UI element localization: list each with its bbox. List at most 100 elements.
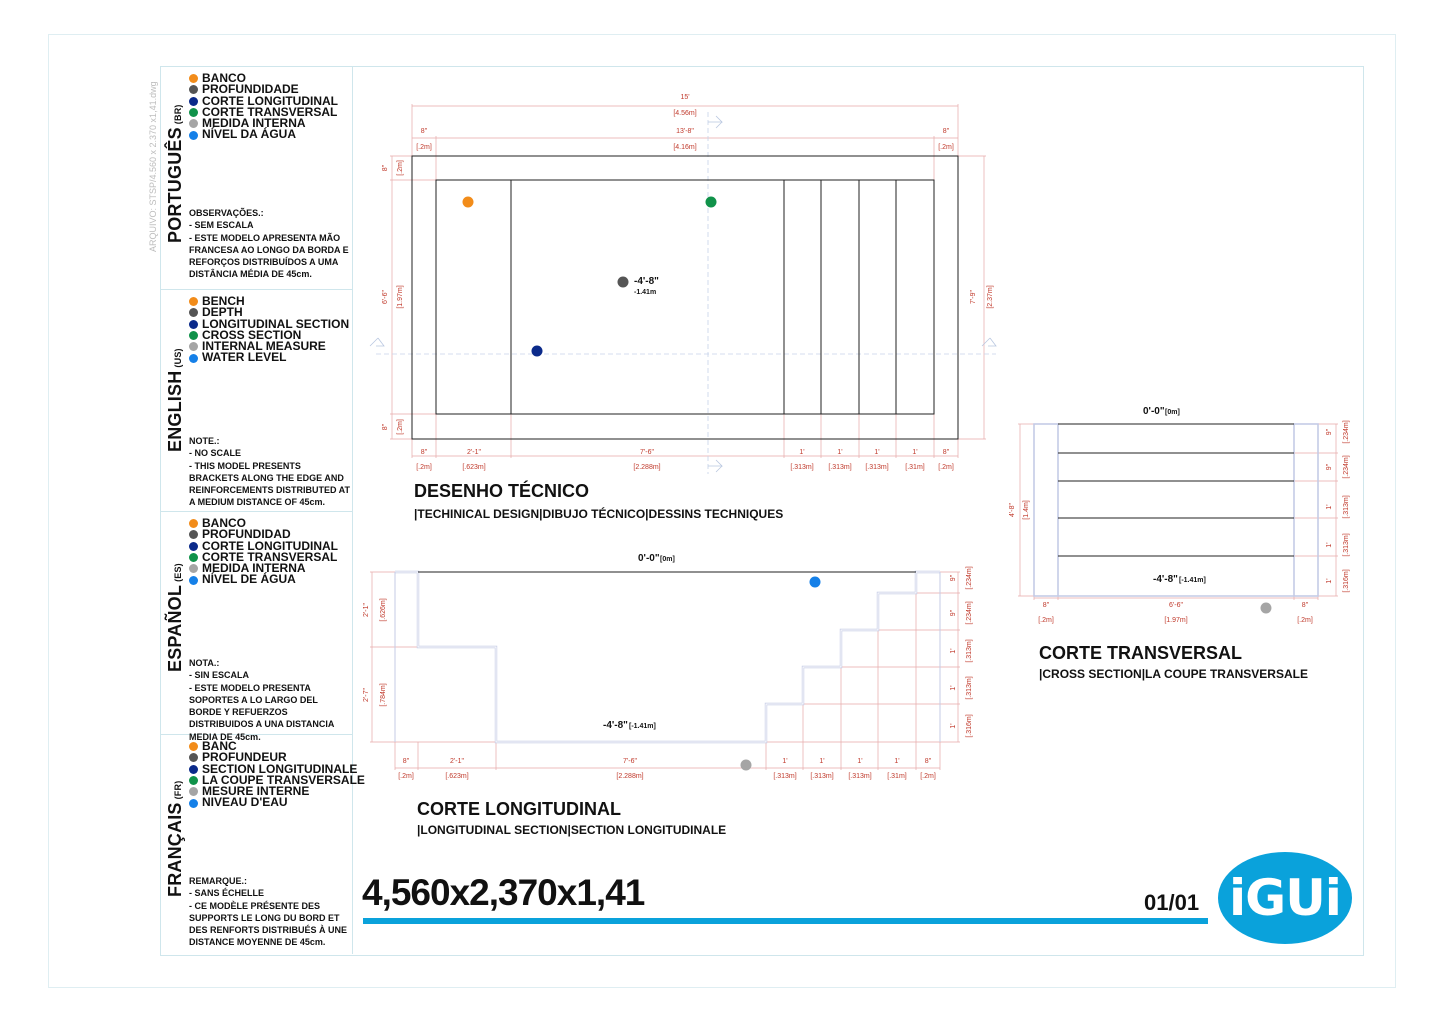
long-bottom-ft: 1' (782, 758, 787, 765)
cross-bottom-level-m: [-1.41m] (1179, 577, 1206, 584)
cross-section: 0'-0" [0m] -4'-8" [-1.41m] 4'-8" [1.4m] … (1009, 406, 1350, 624)
cross-dimension-lines (1018, 423, 1338, 600)
plan-bottom-m: [.623m] (462, 464, 485, 471)
long-bottom-ft: 1' (819, 758, 824, 765)
legend-item-cross: LA COUPE TRANSVERSALE (189, 774, 365, 786)
plan-dimension-lines (390, 104, 986, 458)
longitudinal-marker-icon (531, 345, 543, 357)
long-left-m: [.784m] (380, 683, 387, 706)
plan-width-inner-ft: 6'-6" (382, 290, 389, 304)
cross-bottom-ft: 6'-6" (1169, 602, 1183, 609)
plan-bottom-ft: 1' (874, 449, 879, 456)
navy-dot-icon (189, 541, 198, 551)
cross-bottom-level-ft: -4'-8" (1153, 574, 1178, 585)
long-left-ft: 2'-7" (363, 688, 370, 702)
legend-item-water: NÍVEL DA ÁGUA (189, 128, 338, 141)
note-es: NOTA.: - SIN ESCALA - ESTE MODELO PRESEN… (189, 658, 334, 742)
sheet-inner-frame (160, 66, 1364, 956)
legend-item-cross: CROSS SECTION (189, 329, 349, 341)
legend-item-bench: BANCO (189, 72, 338, 84)
long-bottom-m: [.313m] (810, 773, 833, 780)
gray-dot-icon (189, 308, 198, 318)
plan-bottom-dims: 8" [.2m] 2'-1" [.623m] 7'-6" [2.288m] 1'… (416, 449, 954, 471)
long-bottom-m: [.2m] (920, 773, 936, 780)
legend-item-longitudinal: SECTION LONGITUDINALE (189, 762, 365, 775)
plan-width-inner-m: [1.97m] (397, 285, 404, 308)
long-bottom-level-m: [-1.41m] (629, 723, 656, 730)
legend-item-cross: CORTE TRANSVERSAL (189, 106, 338, 118)
gray-dot-icon (189, 85, 198, 95)
green-dot-icon (189, 331, 198, 341)
long-right-m: [.234m] (966, 566, 973, 589)
long-bottom-m: [.313m] (773, 773, 796, 780)
legend-en: BENCH DEPTH LONGITUDINAL SECTION CROSS S… (189, 295, 349, 364)
cross-subtitle: |CROSS SECTION|LA COUPE TRANSVERSALE (1039, 667, 1308, 681)
plan-width-outer-m: [2.37m] (987, 285, 994, 308)
navy-dot-icon (189, 96, 198, 106)
pool-dimensions-title: 4,560x2,370x1,41 (362, 872, 645, 913)
depth-marker-icon (617, 276, 629, 288)
legend-item-internal: INTERNAL MEASURE (189, 340, 349, 352)
sheet-outer-frame (48, 34, 1396, 988)
cross-right-m: [.234m] (1343, 455, 1350, 478)
green-dot-icon (189, 776, 198, 786)
plan-bottom-ft: 1' (799, 449, 804, 456)
long-right-m: [.313m] (966, 676, 973, 699)
gray-dot-icon (189, 753, 198, 763)
sheet-number: 01/01 (1144, 890, 1200, 915)
lang-block-fr: FRANÇAIS(FR) BANC PROFUNDEUR SECTION LON… (161, 735, 365, 954)
plan-bottom-m: [.313m] (865, 464, 888, 471)
legend-item-bench: BENCH (189, 295, 349, 307)
plan-left-top-ft: 8" (382, 164, 389, 171)
long-right-ft: 1' (950, 723, 957, 728)
cross-right-ft: 9" (1326, 428, 1333, 435)
long-bottom-ft: 8" (403, 758, 410, 765)
plan-left-bottom-m: [.2m] (397, 419, 404, 435)
plan-bottom-m: [.2m] (416, 464, 432, 471)
plan-depth-ft: -4'-8" (634, 276, 659, 287)
cross-right-dims: 9" [.234m] 9" [.234m] 1' [.313m] 1' [.31… (1326, 420, 1350, 592)
plan-centerlines (376, 112, 996, 474)
plan-overall-ft: 15' (680, 94, 689, 101)
long-right-ft: 1' (950, 648, 957, 653)
blue-dot-icon (189, 575, 198, 585)
gray-dot-icon (189, 530, 198, 540)
cross-bottom-ft: 8" (1043, 602, 1050, 609)
orange-dot-icon (189, 519, 198, 529)
legend-item-water: WATER LEVEL (189, 351, 349, 364)
cross-right-m: [.313m] (1343, 495, 1350, 518)
lightgray-dot-icon (189, 787, 198, 797)
long-bottom-m: [.31m] (887, 773, 907, 780)
plan-inner-m: [4.16m] (673, 144, 696, 151)
plan-bottom-ft: 2'-1" (467, 449, 481, 456)
longitudinal-section: 0'-0" [0m] -4'-8" [-1.41m] 2'-1" [.626m]… (363, 553, 973, 780)
cross-bottom-dims: 8" [.2m] 6'-6" [1.97m] 8" [.2m] (1038, 602, 1313, 624)
cross-left-m: [1.4m] (1023, 500, 1030, 520)
long-right-m: [.316m] (966, 714, 973, 737)
legend-item-depth: DEPTH (189, 306, 349, 318)
note-fr: REMARQUE.: - SANS ÉCHELLE - CE MODÈLE PR… (189, 876, 348, 948)
plan-bottom-ft: 8" (421, 449, 428, 456)
long-top-level-m: [0m] (660, 556, 675, 563)
plan-bottom-m: [.313m] (828, 464, 851, 471)
cross-title: CORTE TRANSVERSAL (1039, 643, 1243, 663)
long-bottom-dims: 8" [.2m] 2'-1" [.623m] 7'-6" [2.288m] 1'… (398, 758, 936, 780)
cross-top-level-m: [0m] (1165, 409, 1180, 416)
internal-measure-marker-icon (1260, 602, 1272, 614)
legend-item-bench: BANC (189, 740, 365, 752)
blue-dot-icon (189, 130, 198, 140)
plan-depth-m: -1.41m (634, 289, 656, 296)
water-level-marker-icon (809, 576, 821, 588)
legend-fr: BANC PROFUNDEUR SECTION LONGITUDINALE LA… (189, 740, 365, 809)
title-underline (363, 918, 1208, 924)
cross-steps (1058, 423, 1294, 557)
long-bottom-ft: 8" (925, 758, 932, 765)
legend-item-depth: PROFUNDEUR (189, 751, 365, 763)
longitudinal-title: CORTE LONGITUDINAL (417, 799, 621, 819)
long-right-dims: 9" [.234m] 9" [.234m] 1' [.313m] 1' [.31… (950, 566, 973, 737)
long-right-ft: 9" (950, 609, 957, 616)
igui-logo: iGUi (1218, 852, 1352, 944)
plan-title: DESENHO TÉCNICO (414, 481, 590, 501)
cross-top-level-ft: 0'-0" (1143, 406, 1165, 417)
